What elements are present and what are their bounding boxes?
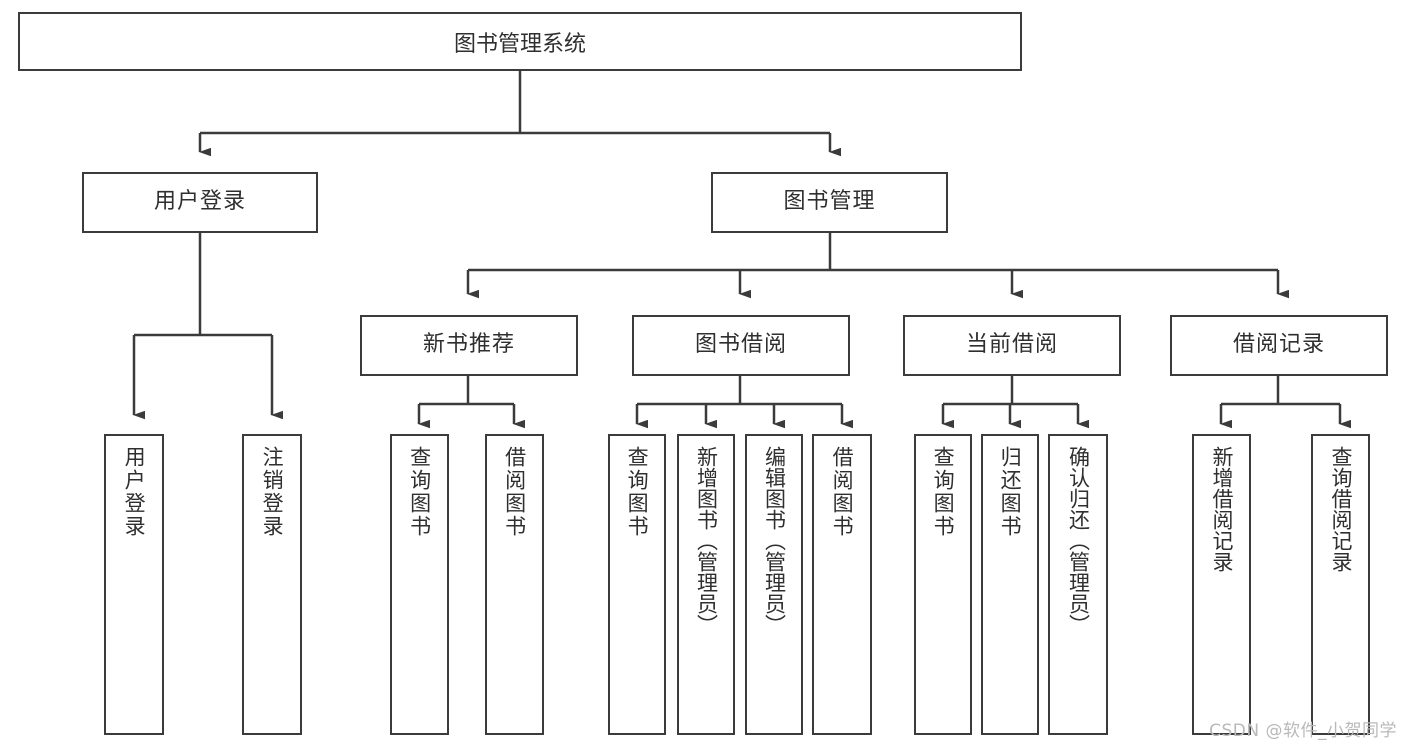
node-label: 图书管理系统 — [453, 31, 586, 57]
node-book-management[interactable]: 图书管理 — [711, 172, 948, 233]
leaf-new-book-query-book[interactable]: 查询图书 — [390, 434, 449, 735]
node-borrow-record[interactable]: 借阅记录 — [1170, 315, 1388, 376]
leaf-label: 借阅图书 — [830, 446, 855, 538]
leaf-current-return-book[interactable]: 归还图书 — [981, 434, 1039, 735]
leaf-borrow-borrow-book[interactable]: 借阅图书 — [812, 434, 872, 735]
node-label: 图书借阅 — [694, 332, 787, 358]
leaf-borrow-add-book-admin[interactable]: 新增图书（管理员） — [677, 434, 735, 735]
leaf-borrow-query-book[interactable]: 查询图书 — [608, 434, 666, 735]
leaf-user-login-login[interactable]: 用户登录 — [104, 434, 164, 735]
leaf-label: 注销登录 — [260, 446, 285, 538]
node-label: 当前借阅 — [965, 332, 1058, 358]
leaf-label: 新增图书（管理员） — [694, 446, 719, 635]
leaf-record-query-record[interactable]: 查询借阅记录 — [1311, 434, 1370, 735]
leaf-label: 查询图书 — [931, 446, 956, 538]
node-new-book-recommend[interactable]: 新书推荐 — [360, 315, 578, 376]
leaf-label: 借阅图书 — [502, 446, 527, 538]
leaf-borrow-edit-book-admin[interactable]: 编辑图书（管理员） — [745, 434, 803, 735]
node-label: 新书推荐 — [422, 332, 515, 358]
leaf-label: 用户登录 — [122, 446, 147, 538]
node-label: 借阅记录 — [1232, 332, 1325, 358]
leaf-label: 查询图书 — [407, 446, 432, 538]
csdn-watermark: CSDN @软件_小贺同学 — [1209, 721, 1397, 741]
leaf-record-add-record[interactable]: 新增借阅记录 — [1192, 434, 1251, 735]
leaf-current-confirm-return-admin[interactable]: 确认归还（管理员） — [1048, 434, 1108, 735]
node-label: 图书管理 — [783, 189, 876, 215]
node-current-borrow[interactable]: 当前借阅 — [903, 315, 1121, 376]
leaf-label: 新增借阅记录 — [1209, 446, 1234, 572]
leaf-new-book-borrow-book[interactable]: 借阅图书 — [485, 434, 544, 735]
node-label: 用户登录 — [153, 189, 246, 215]
leaf-user-login-logout[interactable]: 注销登录 — [242, 434, 302, 735]
node-user-login[interactable]: 用户登录 — [82, 172, 318, 233]
node-root-book-management-system[interactable]: 图书管理系统 — [18, 12, 1022, 71]
leaf-label: 编辑图书（管理员） — [762, 446, 787, 635]
leaf-label: 归还图书 — [998, 446, 1023, 538]
leaf-label: 确认归还（管理员） — [1066, 446, 1091, 635]
leaf-current-query-book[interactable]: 查询图书 — [914, 434, 972, 735]
node-book-borrow[interactable]: 图书借阅 — [632, 315, 850, 376]
leaf-label: 查询图书 — [625, 446, 650, 538]
leaf-label: 查询借阅记录 — [1328, 446, 1353, 572]
